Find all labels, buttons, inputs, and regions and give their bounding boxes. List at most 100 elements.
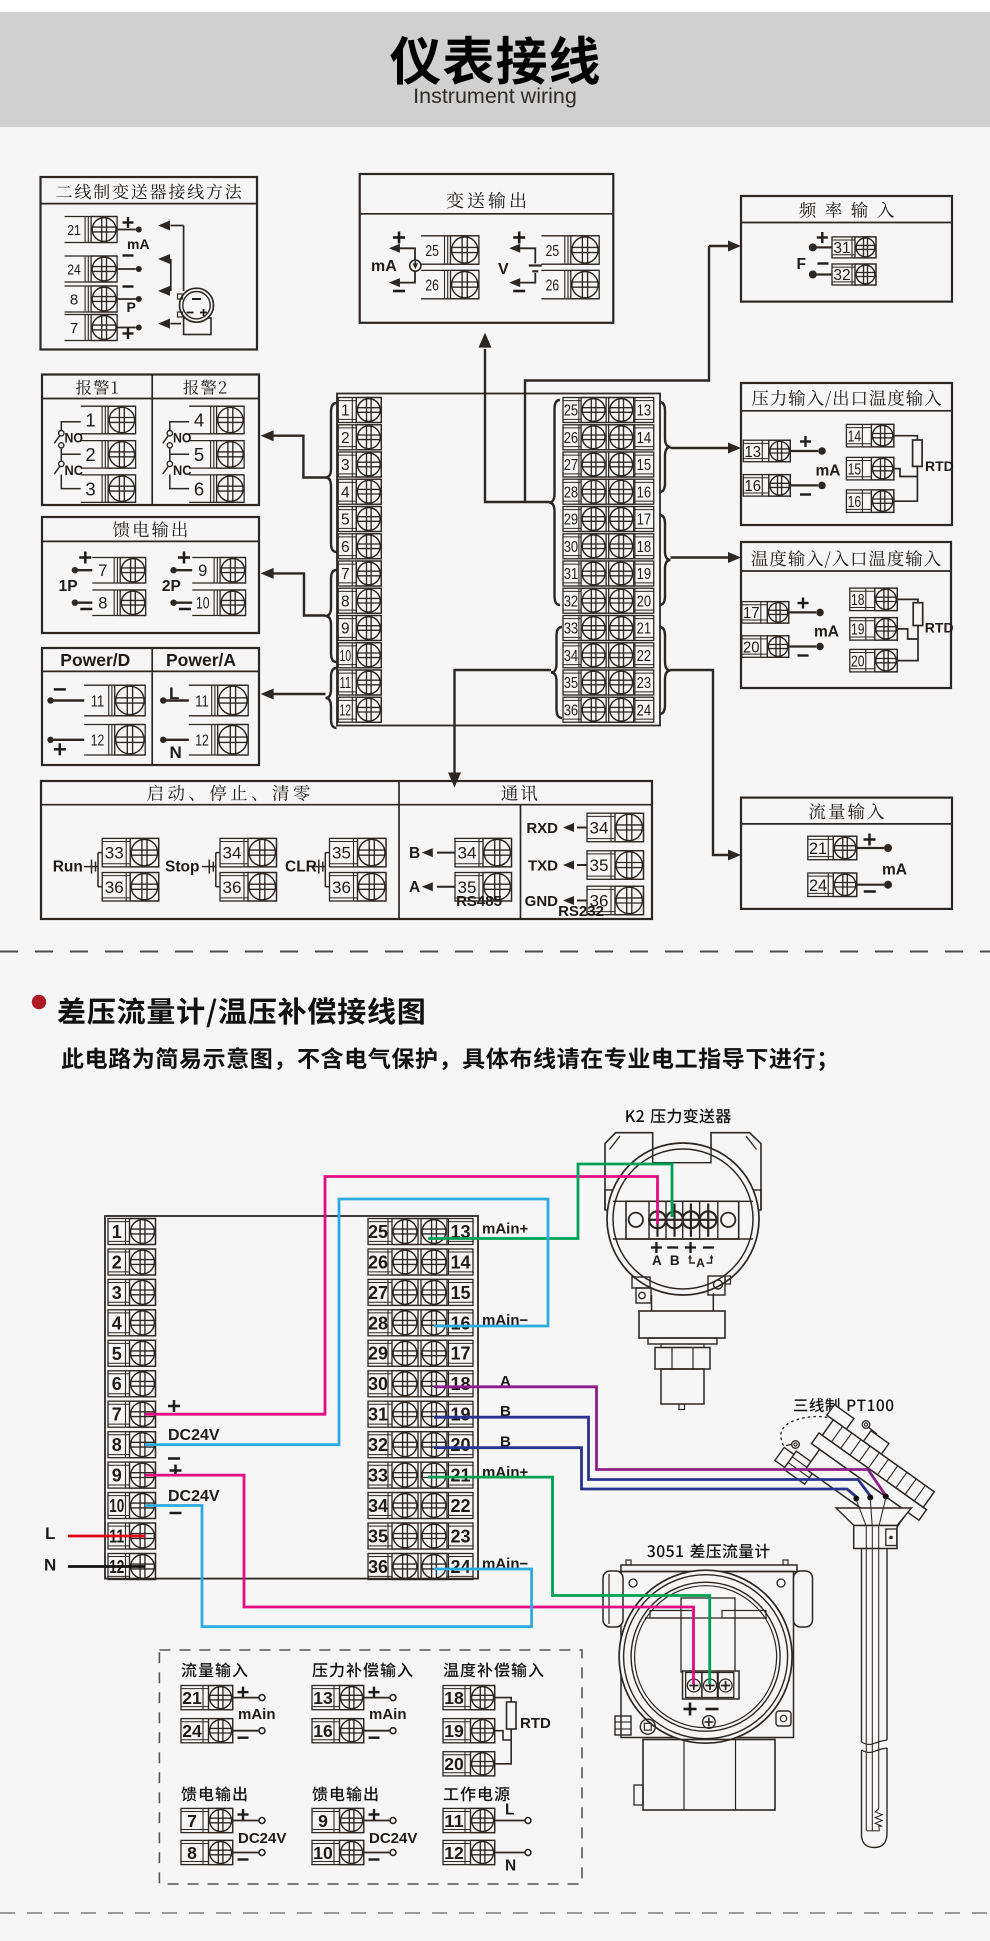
svg-text:33: 33 [368, 1466, 388, 1486]
svg-text:1: 1 [85, 410, 95, 431]
svg-text:36: 36 [223, 878, 242, 897]
svg-text:Power/A: Power/A [166, 650, 236, 670]
svg-text:24: 24 [182, 1721, 202, 1741]
svg-text:B: B [670, 1253, 680, 1268]
svg-text:14: 14 [848, 428, 862, 445]
svg-text:31: 31 [368, 1405, 388, 1425]
svg-text:13: 13 [450, 1222, 470, 1242]
svg-text:30: 30 [368, 1374, 388, 1394]
svg-text:11: 11 [195, 693, 209, 710]
svg-text:24: 24 [67, 261, 81, 278]
svg-text:36: 36 [368, 1557, 388, 1577]
svg-text:Power/D: Power/D [60, 650, 130, 670]
svg-text:23: 23 [450, 1526, 470, 1546]
svg-text:A: A [409, 879, 420, 896]
svg-text:1: 1 [112, 1222, 122, 1242]
svg-text:24: 24 [637, 702, 652, 719]
svg-text:29: 29 [564, 512, 579, 529]
svg-text:6: 6 [112, 1374, 122, 1394]
svg-text:19: 19 [851, 622, 865, 639]
svg-text:11: 11 [91, 693, 105, 710]
svg-text:RS485: RS485 [456, 893, 502, 910]
svg-text:17: 17 [637, 512, 652, 529]
svg-text:21: 21 [809, 839, 827, 858]
svg-text:4: 4 [341, 484, 350, 501]
svg-text:9: 9 [318, 1811, 328, 1831]
svg-text:A: A [652, 1253, 662, 1268]
svg-text:35: 35 [368, 1526, 388, 1546]
svg-text:mAin: mAin [238, 1706, 276, 1723]
svg-text:18: 18 [444, 1688, 464, 1708]
svg-text:L: L [505, 1802, 514, 1819]
svg-text:20: 20 [637, 593, 652, 610]
svg-text:34: 34 [458, 844, 477, 863]
svg-text:1P: 1P [59, 578, 78, 595]
svg-text:mA: mA [816, 463, 841, 480]
svg-text:DC24V: DC24V [369, 1830, 417, 1847]
svg-text:Run: Run [53, 859, 83, 876]
svg-text:16: 16 [745, 478, 762, 495]
svg-text:23: 23 [637, 675, 652, 692]
svg-text:28: 28 [368, 1313, 388, 1333]
svg-text:19: 19 [444, 1721, 464, 1741]
svg-text:34: 34 [368, 1496, 388, 1516]
svg-text:18: 18 [450, 1374, 470, 1394]
svg-text:8: 8 [341, 593, 350, 610]
svg-text:21: 21 [450, 1466, 470, 1486]
svg-text:30: 30 [564, 539, 579, 556]
svg-text:CLR: CLR [285, 859, 317, 876]
svg-text:9: 9 [341, 621, 350, 638]
svg-text:1: 1 [341, 403, 350, 420]
svg-text:L: L [169, 684, 179, 703]
svg-text:15: 15 [848, 461, 862, 478]
svg-text:20: 20 [851, 653, 865, 670]
svg-text:5: 5 [112, 1344, 122, 1364]
svg-text:A: A [500, 1373, 511, 1390]
svg-text:P: P [127, 299, 136, 315]
svg-text:8: 8 [187, 1843, 197, 1863]
svg-text:7: 7 [70, 320, 78, 337]
svg-text:L: L [45, 1524, 55, 1543]
svg-text:16: 16 [313, 1721, 333, 1741]
svg-text:mAin+: mAin+ [482, 1464, 529, 1481]
svg-text:13: 13 [637, 403, 652, 420]
svg-text:35: 35 [590, 856, 609, 875]
svg-text:24: 24 [450, 1557, 470, 1577]
svg-text:7: 7 [341, 566, 350, 583]
svg-text:NO: NO [173, 431, 192, 446]
svg-text:9: 9 [198, 562, 207, 580]
svg-text:2: 2 [112, 1252, 122, 1272]
svg-text:2P: 2P [162, 578, 181, 595]
svg-text:10: 10 [196, 595, 210, 613]
svg-text:25: 25 [564, 403, 579, 420]
svg-text:32: 32 [833, 267, 850, 284]
svg-text:14: 14 [637, 430, 652, 447]
svg-text:7: 7 [112, 1405, 122, 1425]
svg-text:28: 28 [564, 484, 579, 501]
svg-text:mA: mA [127, 236, 150, 252]
svg-text:32: 32 [368, 1435, 388, 1455]
svg-text:2: 2 [85, 444, 95, 465]
svg-text:19: 19 [637, 566, 652, 583]
svg-text:DC24V: DC24V [238, 1830, 286, 1847]
svg-text:31: 31 [833, 240, 850, 257]
svg-text:22: 22 [450, 1496, 470, 1516]
svg-text:Instrument wiring: Instrument wiring [413, 84, 577, 108]
svg-text:21: 21 [67, 222, 81, 239]
svg-text:RXD: RXD [526, 820, 558, 837]
svg-text:36: 36 [564, 702, 579, 719]
svg-text:GND: GND [525, 893, 559, 910]
svg-text:18: 18 [637, 539, 652, 556]
svg-text:27: 27 [368, 1283, 388, 1303]
svg-text:35: 35 [332, 844, 351, 863]
svg-text:4: 4 [194, 410, 204, 431]
svg-text:10: 10 [313, 1843, 333, 1863]
svg-text:7: 7 [98, 562, 107, 580]
svg-text:31: 31 [564, 566, 579, 583]
svg-text:NC: NC [173, 463, 192, 478]
svg-text:mA: mA [371, 258, 397, 275]
svg-text:mA: mA [882, 862, 907, 879]
svg-text:12: 12 [339, 702, 351, 719]
svg-text:27: 27 [564, 457, 579, 474]
svg-text:mAin: mAin [369, 1706, 407, 1723]
